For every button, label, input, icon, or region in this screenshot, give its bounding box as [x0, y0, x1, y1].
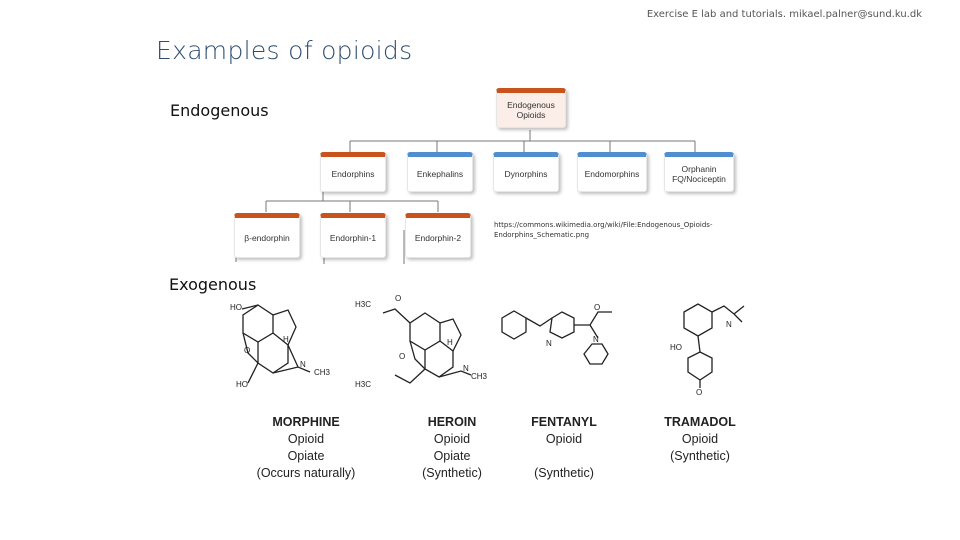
- tree-box-label: Endorphins: [331, 169, 375, 179]
- slide-title: Examples of opioids: [156, 36, 413, 65]
- morphine-structure: HO HO H N CH3 O: [230, 303, 331, 389]
- tree-box-line-1: Orphanin: [681, 164, 717, 174]
- tree-box-beta-endorphin: β-endorphin: [234, 213, 300, 258]
- tree-root-line-2: Opioids: [516, 110, 546, 120]
- drug-line: Opioid: [681, 432, 719, 446]
- tree-box-label: Endorphin-2: [414, 232, 462, 243]
- drug-line: (Synthetic): [422, 466, 482, 480]
- fentanyl-o-label: O: [594, 303, 600, 312]
- tramadol-ho-label: HO: [670, 343, 682, 352]
- morphine-n-label: N: [300, 360, 306, 369]
- tree-box-endorphin-1: Endorphin-1: [320, 213, 386, 258]
- heroin-h3c-label-2: H3C: [355, 380, 371, 389]
- drug-label-fentanyl: FENTANYL Opioid (Synthetic): [494, 414, 634, 482]
- heroin-structure: H3C H3C O O N CH3 H: [355, 295, 488, 389]
- drug-line: Opioid: [433, 432, 471, 446]
- heroin-o-label-2: O: [399, 352, 405, 361]
- tree-box-label: Dynorphins: [504, 169, 548, 179]
- heroin-ch3-label: CH3: [471, 372, 488, 381]
- slide-header: Exercise E lab and tutorials. mikael.pal…: [646, 9, 922, 20]
- tree-box-enkephalins: Enkephalins: [407, 152, 473, 192]
- drug-name: FENTANYL: [531, 415, 597, 429]
- heroin-h3c-label: H3C: [355, 300, 371, 309]
- drug-label-tramadol: TRAMADOL Opioid (Synthetic): [630, 414, 770, 465]
- fentanyl-n-label-2: N: [593, 335, 599, 344]
- fentanyl-structure: N N O: [501, 303, 612, 365]
- morphine-ch3-label: CH3: [314, 368, 331, 377]
- drug-line: (Occurs naturally): [256, 466, 356, 480]
- tramadol-n-label: N: [726, 320, 732, 329]
- tree-box-endomorphins: Endomorphins: [577, 152, 647, 192]
- image-source-link[interactable]: https://commons.wikimedia.org/wiki/File:…: [494, 221, 713, 239]
- drug-line: Opiate: [287, 449, 325, 463]
- morphine-h-label: H: [283, 335, 289, 344]
- drug-line: Opioid: [287, 432, 325, 446]
- tree-root-line-1: Endogenous: [507, 100, 555, 110]
- drug-line: Opiate: [433, 449, 471, 463]
- drug-label-morphine: MORPHINE Opioid Opiate (Occurs naturally…: [236, 414, 376, 482]
- morphine-ho-label: HO: [230, 303, 242, 312]
- drug-line: Opioid: [545, 432, 583, 446]
- drug-line: (Synthetic): [534, 466, 594, 480]
- heroin-o-label: O: [395, 295, 401, 303]
- drug-name: MORPHINE: [272, 415, 340, 429]
- exogenous-heading: Exogenous: [169, 275, 257, 294]
- morphine-ho-label-2: HO: [236, 380, 248, 389]
- drug-label-heroin: HEROIN Opioid Opiate (Synthetic): [382, 414, 522, 482]
- tree-box-endorphin-2: Endorphin-2: [405, 213, 471, 258]
- tree-box-dynorphins: Dynorphins: [493, 152, 559, 192]
- fentanyl-n-label: N: [546, 339, 552, 348]
- tree-box-label: Endomorphins: [584, 169, 640, 179]
- drug-name: HEROIN: [427, 415, 477, 429]
- drug-line: (Synthetic): [670, 449, 730, 463]
- heroin-h-label: H: [447, 338, 453, 347]
- endogenous-heading: Endogenous: [170, 101, 269, 120]
- morphine-o-label: O: [244, 346, 250, 355]
- tree-box-endorphins: Endorphins: [320, 152, 386, 192]
- tramadol-o-label: O: [696, 388, 702, 396]
- tree-box-label: Endorphin-1: [329, 232, 377, 243]
- tramadol-structure: N HO O: [670, 303, 745, 396]
- drug-line: [494, 448, 634, 465]
- tree-box-line-2: FQ/Nociceptin: [672, 174, 726, 184]
- heroin-n-label: N: [463, 364, 469, 373]
- drug-name: TRAMADOL: [664, 415, 736, 429]
- tree-box-label: β-endorphin: [244, 232, 290, 243]
- tree-box-label: Enkephalins: [416, 169, 464, 179]
